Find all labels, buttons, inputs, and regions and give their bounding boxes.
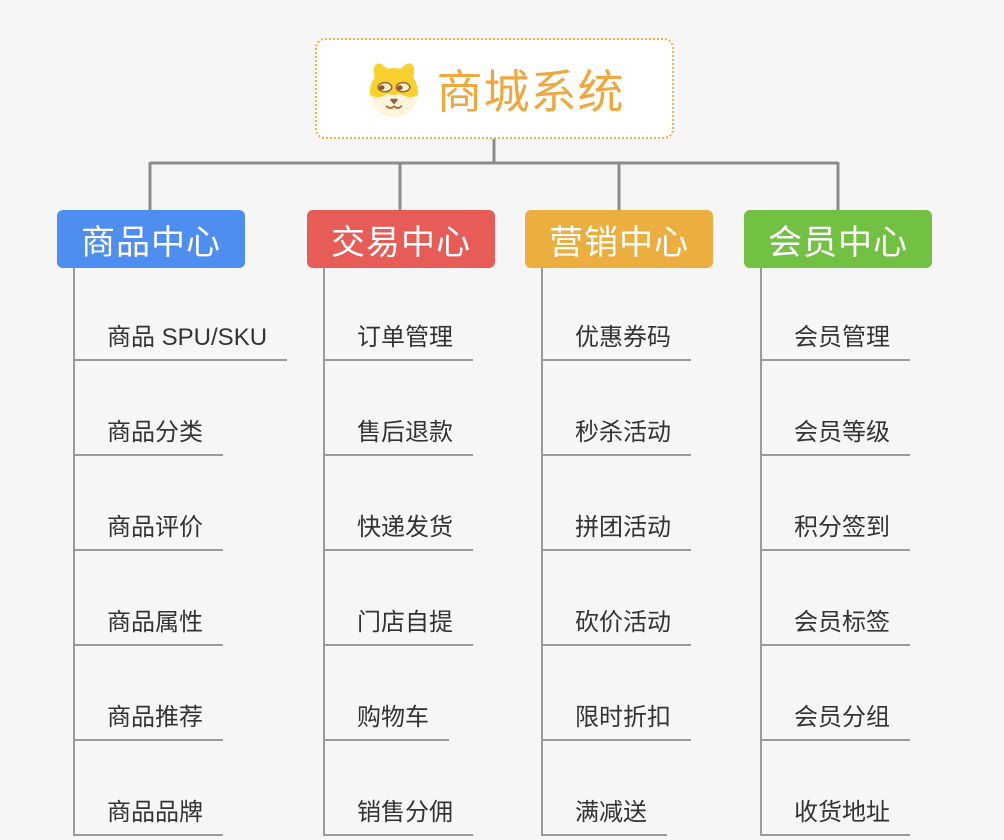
- leaf-node[interactable]: 优惠券码: [543, 268, 691, 361]
- leaf-node[interactable]: 商品品牌: [75, 741, 223, 836]
- leaf-list: 商品 SPU/SKU 商品分类 商品评价 商品属性 商品推荐 商品品牌: [73, 268, 288, 836]
- leaf-label: 优惠券码: [575, 324, 671, 352]
- leaf-node[interactable]: 商品分类: [75, 361, 223, 456]
- leaf-node[interactable]: 会员标签: [762, 551, 910, 646]
- leaf-node[interactable]: 会员管理: [762, 268, 910, 361]
- branch-node-trade[interactable]: 交易中心: [307, 210, 495, 268]
- leaf-node[interactable]: 商品评价: [75, 456, 223, 551]
- leaf-label: 销售分佣: [357, 799, 453, 827]
- leaf-label: 会员等级: [794, 419, 890, 447]
- leaf-label: 会员标签: [794, 609, 890, 637]
- leaf-label: 拼团活动: [575, 514, 671, 542]
- branch-column-member: 会员中心 会员管理 会员等级 积分签到 会员标签 会员分组 收货地址: [744, 210, 932, 836]
- leaf-list: 会员管理 会员等级 积分签到 会员标签 会员分组 收货地址: [760, 268, 910, 836]
- leaf-node[interactable]: 售后退款: [325, 361, 473, 456]
- dog-face-icon: [369, 62, 418, 117]
- branch-column-product: 商品中心 商品 SPU/SKU 商品分类 商品评价 商品属性 商品推荐 商品品牌: [57, 210, 288, 836]
- leaf-node[interactable]: 限时折扣: [543, 646, 691, 741]
- leaf-node[interactable]: 商品推荐: [75, 646, 223, 741]
- leaf-list: 订单管理 售后退款 快递发货 门店自提 购物车 销售分佣: [323, 268, 473, 836]
- leaf-node[interactable]: 拼团活动: [543, 456, 691, 551]
- branch-column-marketing: 营销中心 优惠券码 秒杀活动 拼团活动 砍价活动 限时折扣 满减送: [525, 210, 713, 836]
- leaf-label: 会员管理: [794, 324, 890, 352]
- leaf-label: 限时折扣: [575, 704, 671, 732]
- leaf-node[interactable]: 收货地址: [762, 741, 910, 836]
- leaf-label: 商品分类: [107, 419, 203, 447]
- leaf-node[interactable]: 会员等级: [762, 361, 910, 456]
- root-node[interactable]: 商城系统: [315, 38, 674, 139]
- root-title: 商城系统: [436, 65, 625, 118]
- leaf-node[interactable]: 快递发货: [325, 456, 473, 551]
- leaf-node[interactable]: 商品属性: [75, 551, 223, 646]
- leaf-node[interactable]: 秒杀活动: [543, 361, 691, 456]
- leaf-label: 收货地址: [794, 799, 890, 827]
- leaf-label: 门店自提: [357, 609, 453, 637]
- leaf-label: 售后退款: [357, 419, 453, 447]
- leaf-node[interactable]: 会员分组: [762, 646, 910, 741]
- leaf-label: 快递发货: [357, 514, 453, 542]
- leaf-node[interactable]: 商品 SPU/SKU: [75, 268, 288, 361]
- leaf-label: 会员分组: [794, 704, 890, 732]
- leaf-node[interactable]: 砍价活动: [543, 551, 691, 646]
- leaf-node[interactable]: 满减送: [543, 741, 667, 836]
- branch-node-product[interactable]: 商品中心: [57, 210, 245, 268]
- leaf-label: 商品品牌: [107, 799, 203, 827]
- leaf-label: 商品评价: [107, 514, 203, 542]
- leaf-label: 商品推荐: [107, 704, 203, 732]
- leaf-node[interactable]: 购物车: [325, 646, 449, 741]
- leaf-label: 砍价活动: [575, 609, 671, 637]
- branch-node-member[interactable]: 会员中心: [744, 210, 932, 268]
- leaf-label: 满减送: [575, 799, 647, 827]
- leaf-node[interactable]: 积分签到: [762, 456, 910, 551]
- leaf-node[interactable]: 门店自提: [325, 551, 473, 646]
- leaf-label: 商品属性: [107, 609, 203, 637]
- branch-column-trade: 交易中心 订单管理 售后退款 快递发货 门店自提 购物车 销售分佣: [307, 210, 495, 836]
- leaf-label: 订单管理: [357, 324, 453, 352]
- leaf-node[interactable]: 订单管理: [325, 268, 473, 361]
- leaf-label: 秒杀活动: [575, 419, 671, 447]
- leaf-label: 积分签到: [794, 514, 890, 542]
- leaf-list: 优惠券码 秒杀活动 拼团活动 砍价活动 限时折扣 满减送: [541, 268, 691, 836]
- branch-node-marketing[interactable]: 营销中心: [525, 210, 713, 268]
- leaf-label: 商品 SPU/SKU: [107, 324, 268, 352]
- leaf-node[interactable]: 销售分佣: [325, 741, 473, 836]
- leaf-label: 购物车: [357, 704, 429, 732]
